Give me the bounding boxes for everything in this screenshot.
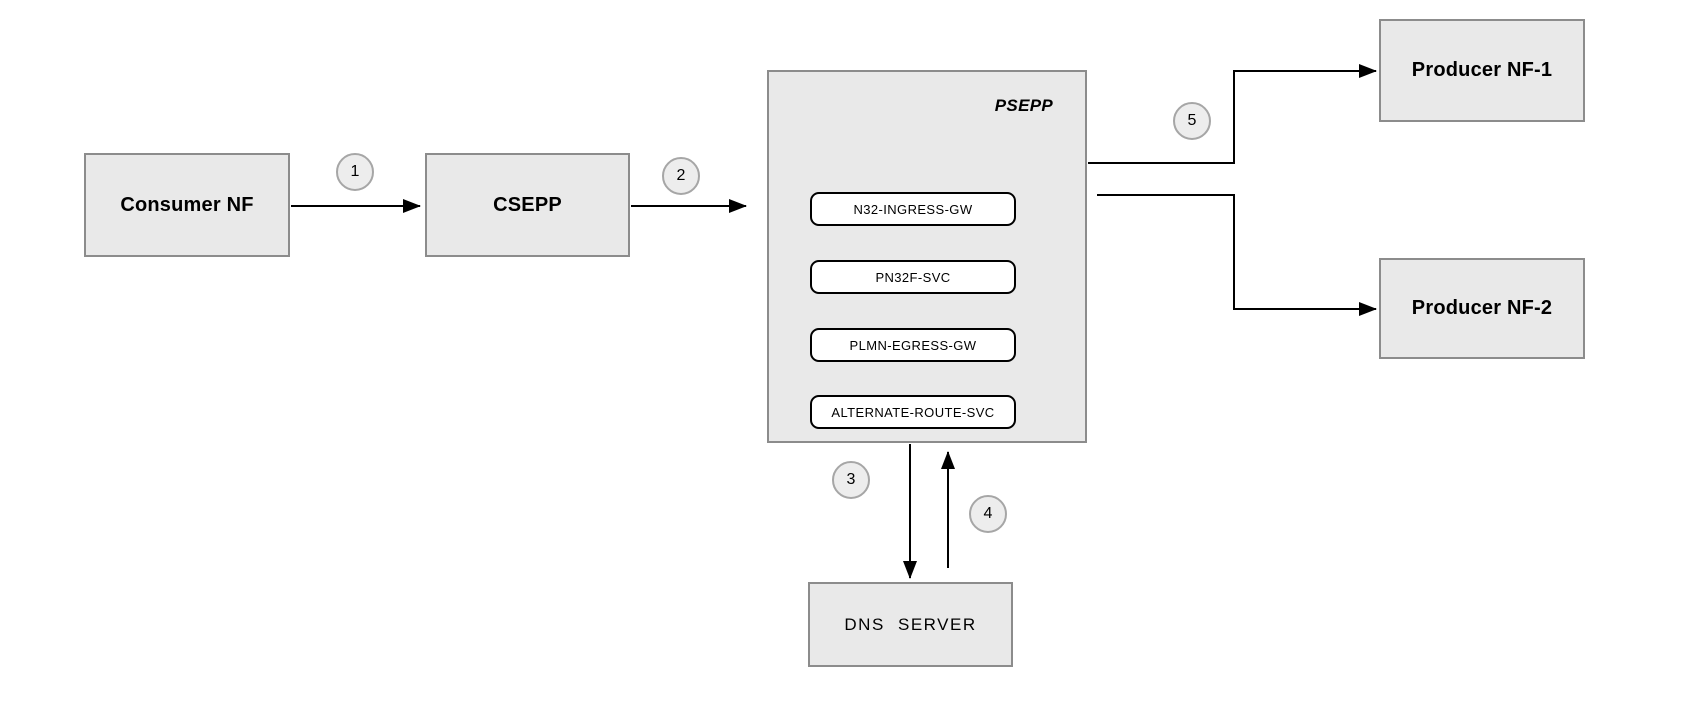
psepp-component-plmn-egress-gw: PLMN-EGRESS-GW	[810, 328, 1016, 362]
arrow-psepp-to-producer-nf1	[1088, 64, 1377, 164]
dns-server-label: DNS SERVER	[844, 614, 977, 634]
alternate-route-svc-label: ALTERNATE-ROUTE-SVC	[831, 404, 995, 420]
pn32f-svc-label: PN32F-SVC	[875, 269, 951, 285]
plmn-egress-gw-label: PLMN-EGRESS-GW	[849, 337, 977, 353]
psepp-component-alternate-route-svc: ALTERNATE-ROUTE-SVC	[810, 395, 1016, 429]
n32-ingress-gw-label: N32-INGRESS-GW	[853, 201, 973, 217]
step-marker-4: 4	[969, 495, 1007, 533]
producer-nf2-label: Producer NF-2	[1411, 297, 1553, 319]
arrow-psepp-to-producer-nf2	[1097, 194, 1377, 316]
consumer-nf-label: Consumer NF	[120, 193, 254, 216]
node-dns-server: DNS SERVER	[808, 582, 1013, 667]
step-marker-3: 3	[832, 461, 870, 499]
node-producer-nf1: Producer NF-1	[1379, 19, 1585, 122]
step-marker-1: 1	[336, 153, 374, 191]
psepp-component-pn32f-svc: PN32F-SVC	[810, 260, 1016, 294]
node-consumer-nf: Consumer NF	[84, 153, 290, 257]
producer-nf1-label: Producer NF-1	[1411, 59, 1553, 81]
psepp-label: PSEPP	[994, 96, 1053, 115]
step-marker-2: 2	[662, 157, 700, 195]
psepp-component-n32-ingress-gw: N32-INGRESS-GW	[810, 192, 1016, 226]
node-psepp: PSEPP N32-INGRESS-GW PN32F-SVC PLMN-EGRE…	[767, 70, 1087, 443]
csepp-label: CSEPP	[493, 193, 562, 216]
node-csepp: CSEPP	[425, 153, 630, 257]
node-producer-nf2: Producer NF-2	[1379, 258, 1585, 359]
step-marker-5: 5	[1173, 102, 1211, 140]
